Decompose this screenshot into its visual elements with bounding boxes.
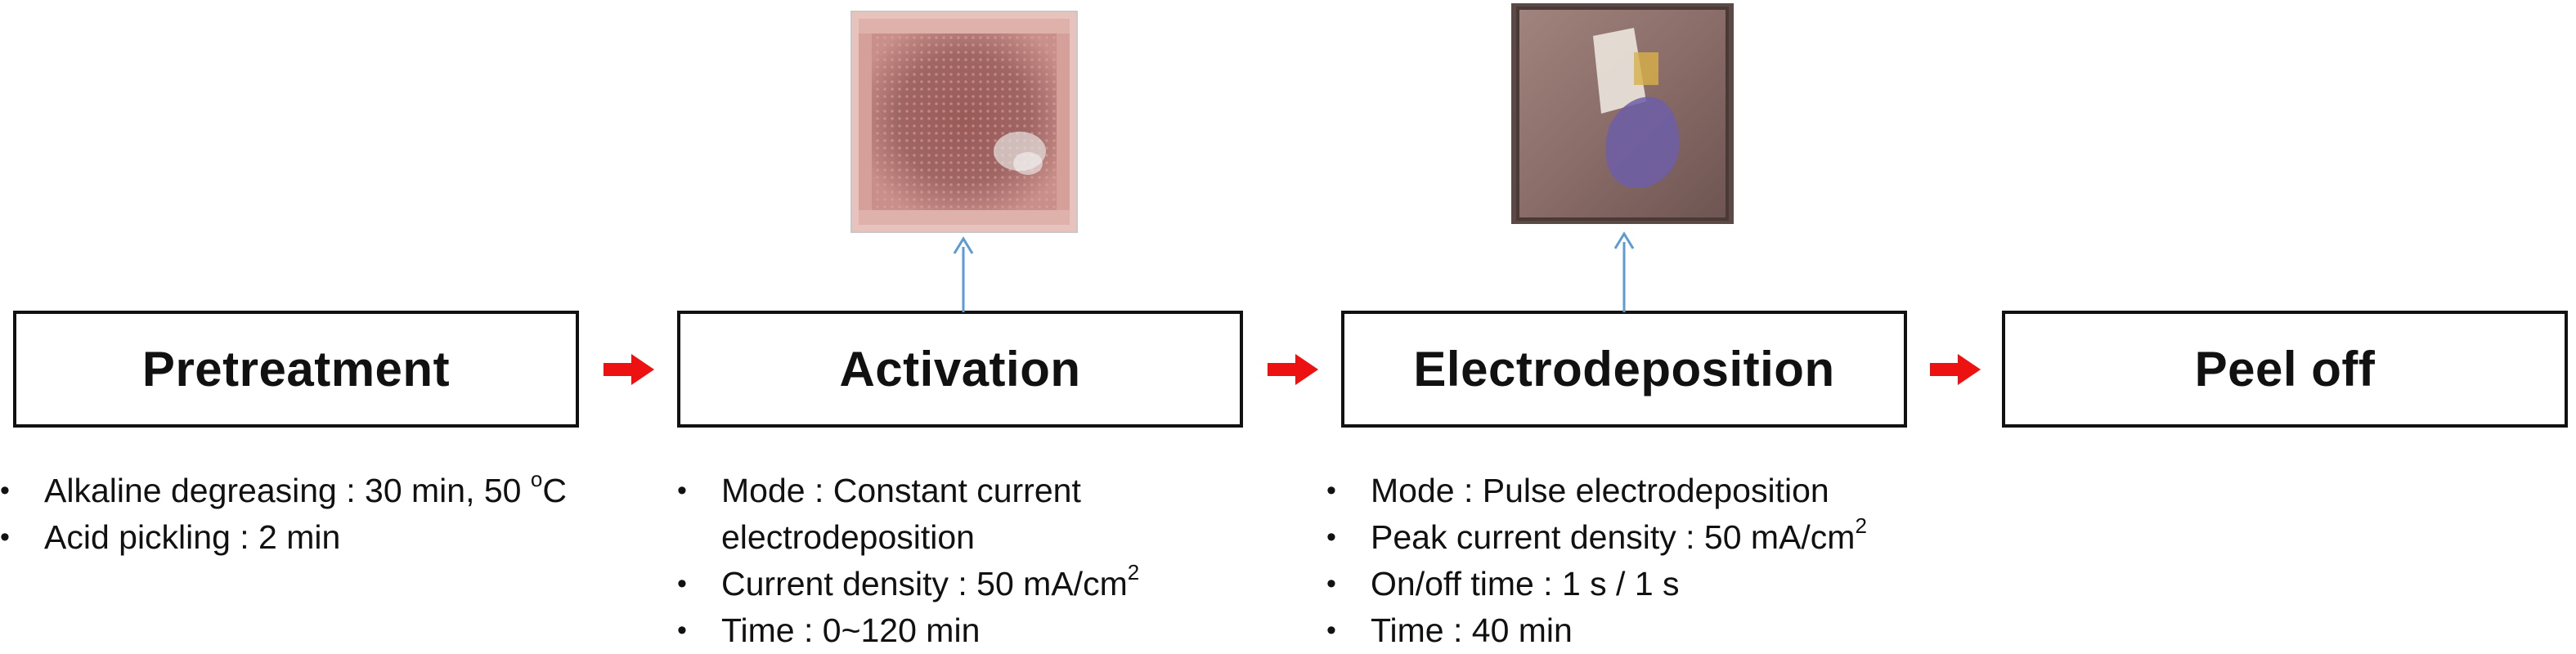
- detail-item: Current density : 50 mA/cm2: [677, 561, 1184, 607]
- flow-arrow-icon: [1930, 354, 1981, 385]
- photo-pointer-arrow-icon: [947, 235, 980, 312]
- stage-label-activation: Activation: [839, 342, 1081, 396]
- detail-item: Time : 40 min: [1326, 607, 1867, 654]
- flow-arrow-icon: [604, 354, 654, 385]
- stage-label-electrodeposition: Electrodeposition: [1413, 342, 1835, 396]
- stage-box-peel-off: Peel off: [2002, 311, 2568, 428]
- detail-item: Alkaline degreasing : 30 min, 50 oC: [0, 468, 567, 514]
- detail-item: Peak current density : 50 mA/cm2: [1326, 514, 1867, 561]
- activation-details: Mode : Constant current electrodepositio…: [677, 468, 1184, 654]
- flow-arrow-icon: [1268, 354, 1318, 385]
- detail-item: On/off time : 1 s / 1 s: [1326, 561, 1867, 607]
- stage-label-pretreatment: Pretreatment: [141, 342, 451, 396]
- stage-box-activation: Activation: [677, 311, 1243, 428]
- detail-item: Mode : Constant current electrodepositio…: [677, 468, 1184, 561]
- detail-item: Acid pickling : 2 min: [0, 514, 567, 561]
- electrodeposition-details: Mode : Pulse electrodeposition Peak curr…: [1326, 468, 1867, 654]
- activation-sample-photo: [850, 11, 1078, 233]
- photo-pointer-arrow-icon: [1608, 231, 1640, 312]
- stage-box-electrodeposition: Electrodeposition: [1341, 311, 1907, 428]
- detail-item: Mode : Pulse electrodeposition: [1326, 468, 1867, 514]
- stage-label-peel-off: Peel off: [2194, 342, 2376, 396]
- electrodeposition-sample-photo: [1511, 3, 1734, 224]
- pretreatment-details: Alkaline degreasing : 30 min, 50 oC Acid…: [0, 468, 567, 561]
- stage-box-pretreatment: Pretreatment: [13, 311, 579, 428]
- detail-item: Time : 0~120 min: [677, 607, 1184, 654]
